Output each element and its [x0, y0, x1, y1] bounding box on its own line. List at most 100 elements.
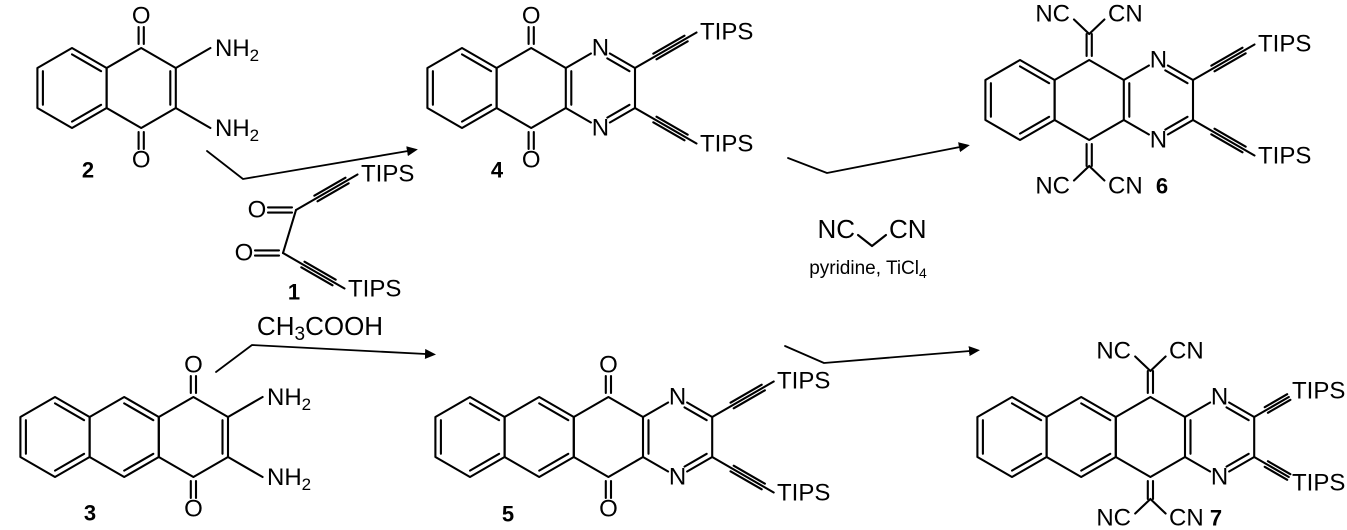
condition-pyridine-ticl4: pyridine, TiCl4 [809, 258, 927, 282]
nitrile-label: NC [1096, 505, 1131, 530]
pyrazine-ring [1122, 64, 1195, 136]
tips-label: TIPS [700, 19, 753, 46]
compound-number-7: 7 [1210, 506, 1222, 530]
benzo-ring-double-bonds [431, 53, 493, 123]
structure-compound-7: NC CN NC CN N N TIPS TIPS 7 [976, 338, 1345, 530]
carbonyl-double-bonds [137, 25, 145, 151]
central-ring [1053, 58, 1125, 142]
structure-compound-6: NC CN NC CN N N TIPS TIPS 6 [984, 1, 1311, 200]
middle-ring-double-bonds [1080, 402, 1112, 472]
carbonyl-double-bonds [604, 374, 613, 500]
compound-number-6: 6 [1156, 174, 1168, 199]
pyrazine-double-bonds [570, 57, 631, 119]
nitrogen-label: N [1211, 384, 1228, 411]
reaction-arrow-3-to-5 [215, 344, 436, 373]
compound-number-5: 5 [502, 502, 514, 527]
reagent-malononitrile: NC CN pyridine, TiCl4 [809, 214, 927, 281]
dicyanomethylene-double-bonds [1085, 32, 1093, 168]
structure-compound-1: O O TIPS TIPS 1 [235, 161, 415, 305]
quinone-ring [572, 395, 645, 479]
nitrile-bonds [1072, 18, 1106, 182]
alkyne-top [1253, 393, 1292, 419]
middle-ring [1045, 395, 1117, 479]
benzo-ring-double-bonds [24, 402, 86, 472]
amine-bonds [226, 395, 264, 479]
nitrile-label: NC [1035, 173, 1070, 200]
middle-ring-double-bonds [123, 402, 155, 472]
oxygen-label: O [235, 240, 254, 267]
compound-number-2: 2 [82, 158, 94, 183]
nitrogen-label: N [669, 384, 686, 411]
benzo-ring-double-bonds [981, 402, 1043, 472]
carbonyl-double-bonds [189, 374, 198, 500]
nitrile-label: CN [1169, 505, 1204, 530]
oxygen-label: O [522, 3, 541, 30]
nitrile-label: NC [1035, 1, 1070, 28]
tips-label: TIPS [348, 276, 401, 303]
alkyne-top [294, 173, 359, 212]
nitrogen-label: N [592, 35, 609, 62]
nitrogen-label: N [592, 115, 609, 142]
pyrazine-ring [564, 52, 637, 124]
tips-label: TIPS [777, 480, 830, 507]
alkyne-top [633, 31, 698, 70]
pyrazine-double-bonds [1128, 69, 1189, 131]
nitrile-label: CN [889, 214, 927, 244]
reaction-arrow-4-to-6 [787, 142, 970, 174]
tips-label: TIPS [361, 161, 414, 188]
carbonyl-double-bonds [527, 25, 535, 151]
compound-number-3: 3 [84, 501, 96, 526]
oxygen-label: O [599, 352, 618, 379]
nitrile-label: CN [1108, 1, 1143, 28]
oxygen-label: O [132, 3, 151, 30]
pyrazine-double-bonds [647, 406, 708, 468]
amine-label: NH2 [215, 115, 259, 145]
structure-compound-3: O O NH2 NH2 3 [19, 352, 311, 526]
dicyanomethylene-double-bonds [1146, 369, 1155, 501]
alkyne-top [1191, 43, 1256, 82]
tips-label: TIPS [1292, 378, 1345, 405]
middle-ring [503, 395, 575, 479]
alkyne-bottom [711, 455, 775, 494]
oxygen-label: O [132, 147, 151, 174]
benzo-ring [984, 58, 1056, 142]
nitrogen-label: N [1150, 127, 1167, 154]
alkyne-bottom [281, 251, 346, 290]
benzo-ring-double-bonds [41, 53, 103, 123]
nitrile-label: NC [1096, 338, 1131, 365]
benzo-ring-double-bonds [439, 402, 501, 472]
oxygen-label: O [522, 147, 541, 174]
structure-compound-2: O O NH2 NH2 2 [36, 3, 259, 183]
nitrile-bonds [1134, 355, 1167, 515]
nitrogen-label: N [669, 464, 686, 491]
tips-label: TIPS [1258, 143, 1311, 170]
alkyne-bottom [633, 106, 698, 145]
alkyne-bottom [1191, 118, 1256, 157]
nitrile-label: CN [1108, 173, 1143, 200]
oxygen-label: O [184, 352, 203, 379]
middle-ring [88, 395, 160, 479]
tips-label: TIPS [700, 131, 753, 158]
compound-number-1: 1 [288, 280, 300, 305]
nitrile-label: CN [1169, 338, 1204, 365]
quinone-ring [105, 46, 177, 130]
carbonyl-double-bonds [253, 206, 294, 257]
compound-number-4: 4 [491, 158, 504, 183]
methylene-bonds [856, 233, 888, 248]
reaction-arrow-5-to-7 [784, 345, 980, 364]
central-ring [1114, 395, 1187, 479]
oxygen-label: O [248, 197, 267, 224]
quinone-ring [157, 395, 230, 479]
benzo-ring [426, 46, 498, 130]
amine-label: NH2 [215, 35, 259, 65]
tips-label: TIPS [1292, 470, 1345, 497]
benzo-ring [36, 46, 108, 130]
pyrazine-ring [641, 401, 714, 473]
middle-ring-double-bonds [538, 402, 570, 472]
condition-acetic-acid: CH3COOH [257, 311, 383, 345]
benzo-ring [434, 395, 506, 479]
reaction-arrow-2-to-4 [206, 146, 418, 180]
alkyne-bottom [1253, 455, 1292, 481]
pyrazine-double-bonds [1189, 406, 1250, 468]
